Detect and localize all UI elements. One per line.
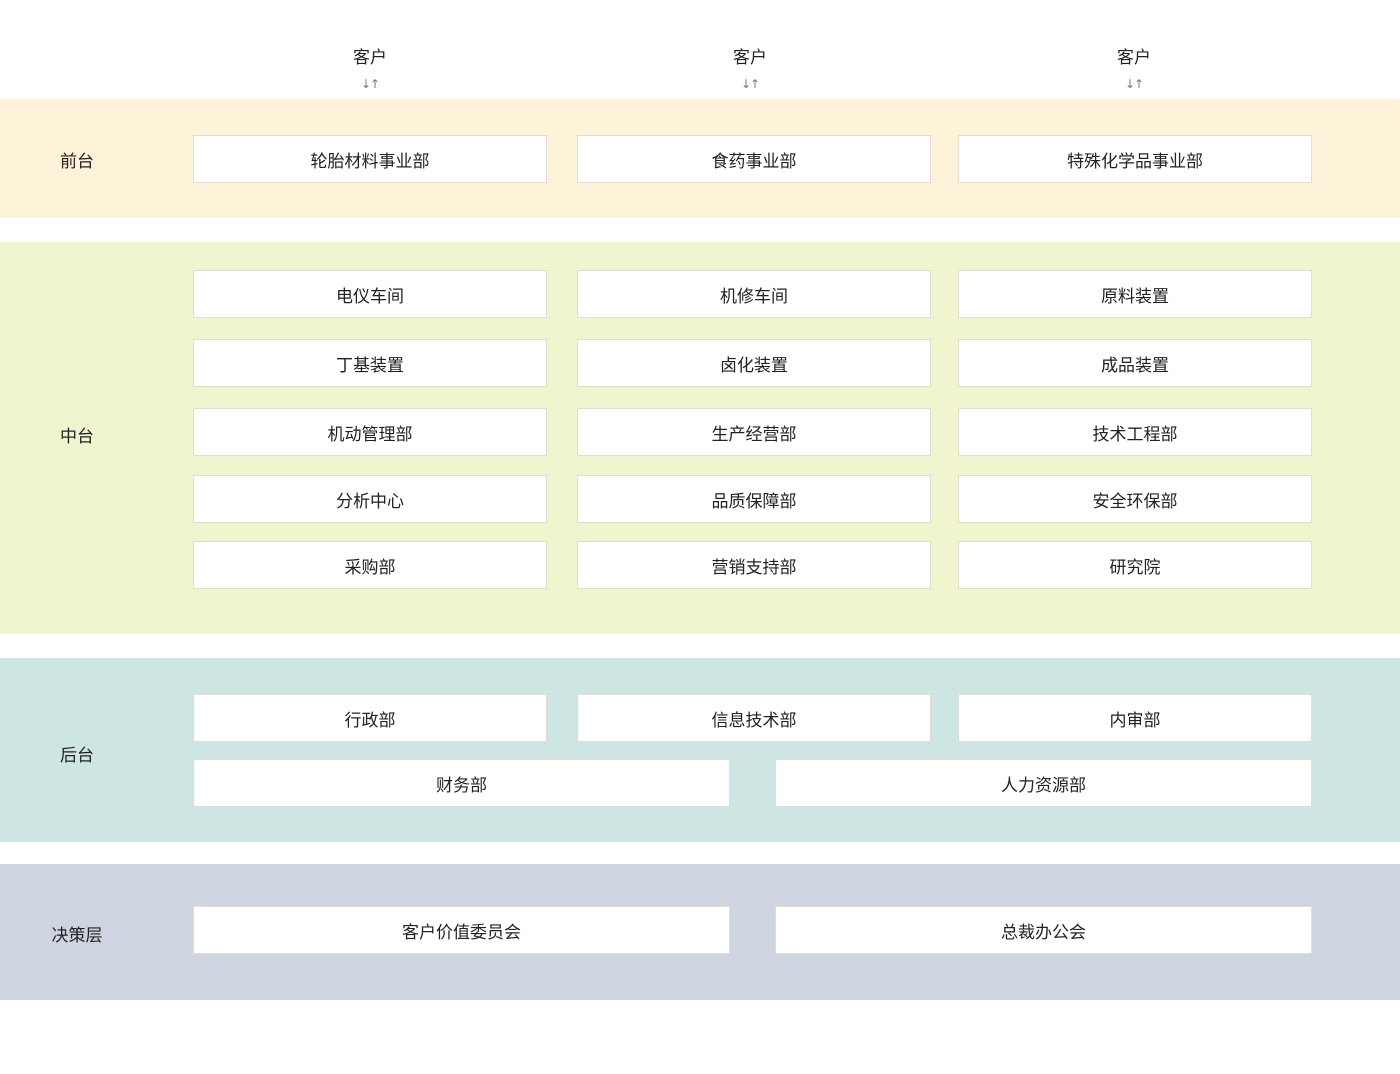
dept-box: 技术工程部 <box>958 408 1312 456</box>
dept-box: 人力资源部 <box>775 759 1312 807</box>
dept-box: 客户价值委员会 <box>193 906 730 954</box>
dept-box: 内审部 <box>958 694 1312 742</box>
dept-box: 研究院 <box>958 541 1312 589</box>
dept-box: 机修车间 <box>577 270 931 318</box>
front-layer: 前台 轮胎材料事业部 食药事业部 特殊化学品事业部 <box>0 99 1400 218</box>
customer-label: 客户 <box>353 48 387 68</box>
dept-box: 总裁办公会 <box>775 906 1312 954</box>
customer-label: 客户 <box>1117 48 1151 68</box>
back-layer: 后台 行政部 信息技术部 内审部 财务部 人力资源部 <box>0 658 1400 842</box>
dept-box: 安全环保部 <box>958 475 1312 523</box>
middle-layer: 中台 电仪车间 机修车间 原料装置 丁基装置 卤化装置 成品装置 机动管理部 生… <box>0 242 1400 634</box>
bidirectional-arrow-icon: ↓↑ <box>740 77 760 91</box>
customer-label: 客户 <box>733 48 767 68</box>
dept-box: 原料装置 <box>958 270 1312 318</box>
dept-box: 成品装置 <box>958 339 1312 387</box>
dept-box: 生产经营部 <box>577 408 931 456</box>
dept-box: 行政部 <box>193 694 547 742</box>
layer-label: 后台 <box>60 746 94 766</box>
dept-box: 电仪车间 <box>193 270 547 318</box>
dept-box: 品质保障部 <box>577 475 931 523</box>
dept-box: 营销支持部 <box>577 541 931 589</box>
dept-box: 财务部 <box>193 759 730 807</box>
dept-box: 特殊化学品事业部 <box>958 135 1312 183</box>
layer-label: 中台 <box>60 427 94 447</box>
bidirectional-arrow-icon: ↓↑ <box>360 77 380 91</box>
dept-box: 分析中心 <box>193 475 547 523</box>
layer-label: 前台 <box>60 152 94 172</box>
dept-box: 卤化装置 <box>577 339 931 387</box>
dept-box: 丁基装置 <box>193 339 547 387</box>
dept-box: 轮胎材料事业部 <box>193 135 547 183</box>
dept-box: 信息技术部 <box>577 694 931 742</box>
dept-box: 食药事业部 <box>577 135 931 183</box>
bidirectional-arrow-icon: ↓↑ <box>1124 77 1144 91</box>
layer-label: 决策层 <box>51 926 103 946</box>
dept-box: 机动管理部 <box>193 408 547 456</box>
dept-box: 采购部 <box>193 541 547 589</box>
decision-layer: 决策层 客户价值委员会 总裁办公会 <box>0 864 1400 1000</box>
